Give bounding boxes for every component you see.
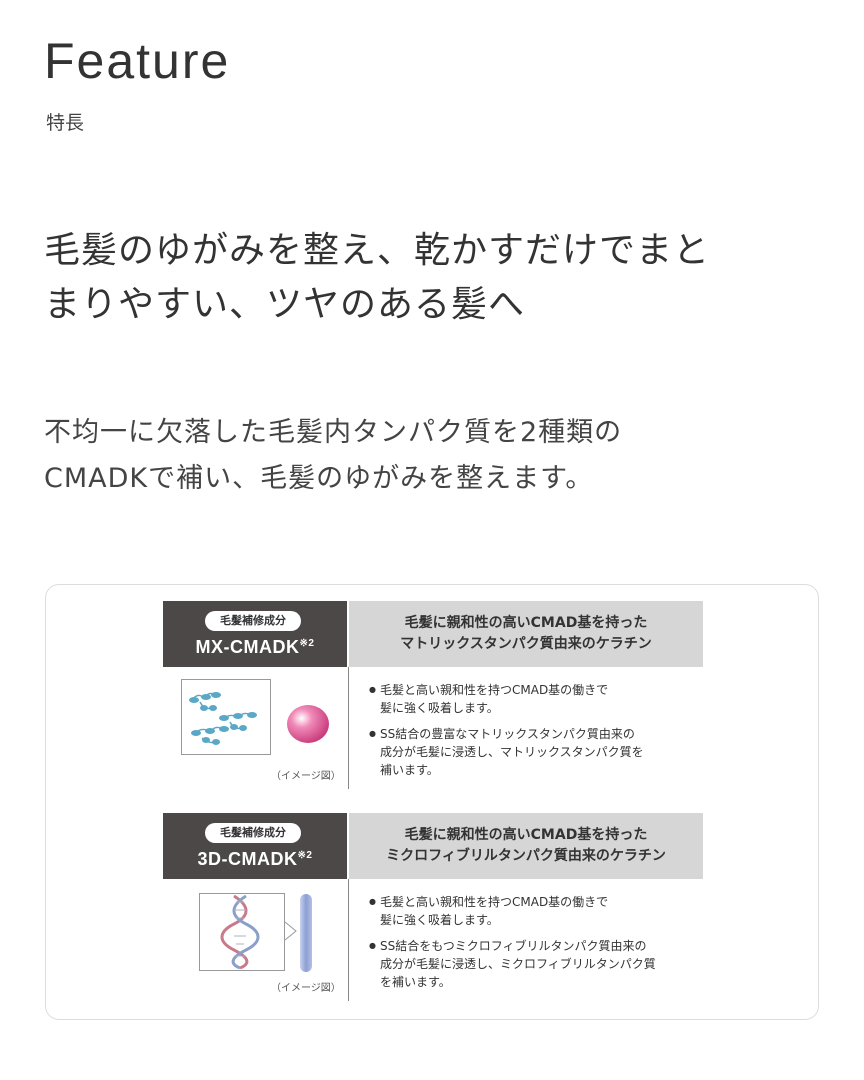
section-subtitle: 特長 xyxy=(46,112,85,134)
benefit-list: 毛髪と高い親和性を持つCMAD基の働きで 髪に強く吸着します。 SS結合の豊富な… xyxy=(369,681,699,787)
ingredient-name-text: MX-CMADK xyxy=(195,637,300,657)
list-item-line: 毛髪と高い親和性を持つCMAD基の働きで xyxy=(380,895,609,909)
ingredient-card: 毛髪補修成分 MX-CMADK※2 毛髪に親和性の高いCMAD基を持った マトリ… xyxy=(45,584,819,1020)
list-item: SS結合をもつミクロフィブリルタンパク質由来の 成分が毛髪に浸透し、ミクロフィブ… xyxy=(369,937,699,991)
ingredient-header: 毛髪補修成分 MX-CMADK※2 xyxy=(163,601,347,667)
matrix-protein-illustration xyxy=(181,679,271,755)
fiber-rod-icon xyxy=(300,894,312,972)
section-title: Feature xyxy=(44,33,231,89)
description-text: 不均一に欠落した毛髪内タンパク質を2種類の CMADKで補い、毛髪のゆがみを整え… xyxy=(44,410,844,502)
benefit-list: 毛髪と高い親和性を持つCMAD基の働きで 髪に強く吸着します。 SS結合をもつミ… xyxy=(369,893,699,999)
headline-line: マトリックスタンパク質由来のケラチン xyxy=(400,636,652,652)
list-item-line: 成分が毛髪に浸透し、ミクロフィブリルタンパク質 xyxy=(380,957,656,971)
list-item-line: SS結合をもつミクロフィブリルタンパク質由来の xyxy=(380,939,647,953)
list-item-line: 毛髪と高い親和性を持つCMAD基の働きで xyxy=(380,683,609,697)
footnote-mark: ※2 xyxy=(297,850,313,861)
pointer-icon xyxy=(284,921,297,941)
lead-line: まりやすい、ツヤのある髪へ xyxy=(44,284,526,325)
ingredient-header: 毛髪補修成分 3D-CMADK※2 xyxy=(163,813,347,879)
list-item-line: SS結合の豊富なマトリックスタンパク質由来の xyxy=(380,727,635,741)
list-item-line: を補います。 xyxy=(380,975,451,989)
ingredient-name: 3D-CMADK※2 xyxy=(163,849,347,870)
headline-line: ミクロフィブリルタンパク質由来のケラチン xyxy=(386,848,666,864)
ingredient-badge: 毛髪補修成分 xyxy=(205,611,301,631)
sphere-icon xyxy=(287,705,329,743)
list-item: SS結合の豊富なマトリックスタンパク質由来の 成分が毛髪に浸透し、マトリックスタ… xyxy=(369,725,699,779)
ingredient-panel-mx-cmadk: 毛髪補修成分 MX-CMADK※2 毛髪に親和性の高いCMAD基を持った マトリ… xyxy=(163,601,703,789)
ingredient-headline: 毛髪に親和性の高いCMAD基を持った ミクロフィブリルタンパク質由来のケラチン xyxy=(349,813,703,879)
divider xyxy=(348,667,349,789)
illustration-caption: （イメージ図） xyxy=(271,983,341,994)
microfibril-illustration xyxy=(199,893,285,971)
list-item-line: 髪に強く吸着します。 xyxy=(380,701,499,715)
helix-icon xyxy=(220,894,260,970)
list-item-line: 補います。 xyxy=(380,763,439,777)
description-line: CMADKで補い、毛髪のゆがみを整えます。 xyxy=(44,463,594,494)
list-item: 毛髪と高い親和性を持つCMAD基の働きで 髪に強く吸着します。 xyxy=(369,681,699,717)
ingredient-name: MX-CMADK※2 xyxy=(163,637,347,658)
list-item-line: 髪に強く吸着します。 xyxy=(380,913,499,927)
molecule-cluster-icon xyxy=(189,692,257,745)
lead-text: 毛髪のゆがみを整え、乾かすだけでまと まりやすい、ツヤのある髪へ xyxy=(44,224,844,332)
headline-line: 毛髪に親和性の高いCMAD基を持った xyxy=(404,827,648,843)
illustration-caption: （イメージ図） xyxy=(271,771,341,782)
lead-line: 毛髪のゆがみを整え、乾かすだけでまと xyxy=(44,230,711,271)
list-item-line: 成分が毛髪に浸透し、マトリックスタンパク質を xyxy=(380,745,644,759)
description-line: 不均一に欠落した毛髪内タンパク質を2種類の xyxy=(44,417,623,448)
list-item: 毛髪と高い親和性を持つCMAD基の働きで 髪に強く吸着します。 xyxy=(369,893,699,929)
ingredient-headline: 毛髪に親和性の高いCMAD基を持った マトリックスタンパク質由来のケラチン xyxy=(349,601,703,667)
ingredient-badge: 毛髪補修成分 xyxy=(205,823,301,843)
ingredient-panel-3d-cmadk: 毛髪補修成分 3D-CMADK※2 毛髪に親和性の高いCMAD基を持った ミクロ… xyxy=(163,813,703,1001)
divider xyxy=(348,879,349,1001)
headline-line: 毛髪に親和性の高いCMAD基を持った xyxy=(404,615,648,631)
ingredient-name-text: 3D-CMADK xyxy=(197,849,298,869)
footnote-mark: ※2 xyxy=(299,638,315,649)
